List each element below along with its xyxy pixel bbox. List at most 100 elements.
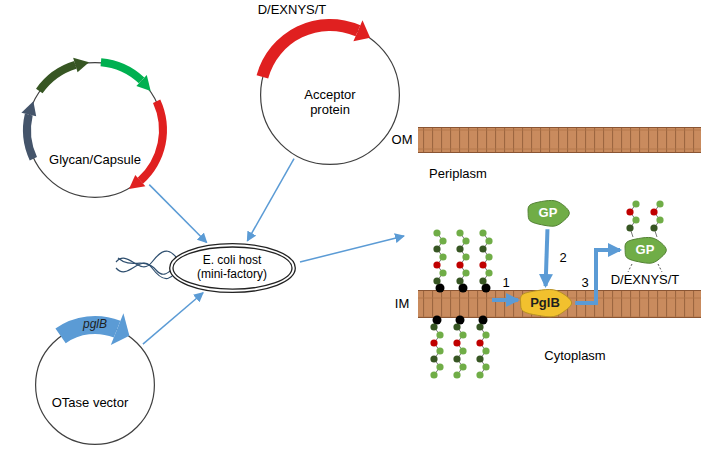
node-text-group: E. coli host (mini-factory) bbox=[187, 254, 277, 282]
flow-arrow bbox=[546, 229, 548, 286]
sugar-residue bbox=[453, 339, 460, 346]
sugar-residue bbox=[479, 277, 486, 284]
sugar-residue bbox=[479, 245, 486, 252]
plasmid-circle: Glycan/Capsule bbox=[27, 62, 163, 198]
plasmid-circle: OTase vector bbox=[35, 325, 155, 445]
glycan-chain bbox=[626, 200, 639, 237]
sugar-residue bbox=[485, 237, 492, 244]
membrane-band bbox=[418, 290, 701, 318]
gene-arrow bbox=[129, 100, 167, 189]
step-number: 2 bbox=[557, 251, 568, 265]
glycan-chains bbox=[430, 200, 663, 378]
gene-arrow-body bbox=[138, 100, 167, 184]
sugar-residue bbox=[462, 237, 469, 244]
sugar-residue bbox=[430, 323, 437, 330]
flow-arrow bbox=[143, 293, 203, 344]
glycan-chain bbox=[456, 229, 469, 292]
sugar-residue bbox=[459, 347, 466, 354]
glycan-chain bbox=[476, 316, 489, 379]
cell-membrane bbox=[173, 247, 292, 289]
node-text-group: Glycan/Capsule bbox=[40, 153, 150, 168]
sugar-residue bbox=[476, 371, 483, 378]
sugar-residue bbox=[433, 261, 440, 268]
site-leaders bbox=[628, 264, 662, 272]
sugar-residue bbox=[476, 355, 483, 362]
flow-arrow bbox=[300, 236, 404, 262]
node-text-group: Acceptor protein bbox=[285, 88, 375, 118]
lipid-carrier bbox=[482, 284, 491, 293]
sugar-residue bbox=[453, 371, 460, 378]
sugar-residue bbox=[436, 347, 443, 354]
sugar-residue bbox=[453, 323, 460, 330]
lipid-carrier bbox=[436, 284, 445, 293]
cell-wall bbox=[169, 244, 295, 293]
compartment-label: Cytoplasm bbox=[544, 349, 605, 363]
membrane-edge bbox=[418, 152, 701, 153]
sugar-residue bbox=[485, 253, 492, 260]
gene-arrow-head bbox=[353, 20, 370, 41]
node-label: PglB bbox=[530, 296, 560, 311]
sugar-residue bbox=[476, 323, 483, 330]
glycoprotein: GP bbox=[622, 236, 668, 264]
step-number: 3 bbox=[579, 276, 590, 290]
leader-line bbox=[628, 264, 632, 272]
glycan-chain bbox=[650, 200, 663, 237]
membrane-edge bbox=[418, 127, 701, 128]
gene-arrow bbox=[36, 58, 89, 94]
compartment-label: Periplasm bbox=[429, 167, 487, 181]
sugar-residue bbox=[656, 200, 663, 207]
sugar-residue bbox=[459, 363, 466, 370]
gene-arrow-body bbox=[23, 114, 37, 161]
sugar-residue bbox=[456, 261, 463, 268]
plasmid-circle-outline bbox=[35, 325, 155, 445]
protein-blob bbox=[528, 200, 569, 226]
lipid-carrier bbox=[456, 316, 465, 325]
oligosaccharyltransferase: PglB bbox=[517, 288, 573, 318]
gene-arrow-head bbox=[111, 313, 130, 345]
gene-arrow-head bbox=[129, 175, 145, 189]
sugar-residue bbox=[436, 363, 443, 370]
sugar-residue bbox=[650, 224, 657, 231]
node-text-group: GP bbox=[539, 206, 558, 221]
sugar-residue bbox=[626, 224, 633, 231]
sugar-residue bbox=[456, 229, 463, 236]
glycan-chain bbox=[453, 316, 466, 379]
gene-arrow-body bbox=[55, 316, 120, 343]
glycan-chain bbox=[479, 229, 492, 292]
sugar-residue bbox=[479, 261, 486, 268]
protein-blob bbox=[520, 289, 571, 316]
membrane-label: OM bbox=[392, 133, 413, 147]
gene-arrow bbox=[55, 313, 129, 345]
sugar-residue bbox=[626, 208, 633, 215]
sugar-residue bbox=[459, 331, 466, 338]
sugar-residue bbox=[430, 371, 437, 378]
gene-arrow-head bbox=[21, 101, 36, 116]
flow-arrow bbox=[149, 185, 206, 243]
lipid-carrier bbox=[433, 316, 442, 325]
protein-blob bbox=[625, 237, 666, 263]
gene-arrow-head bbox=[136, 75, 150, 91]
node-label: Glycan/Capsule bbox=[40, 153, 150, 168]
sugar-residue bbox=[482, 363, 489, 370]
sugar-residue bbox=[456, 277, 463, 284]
sugar-residue bbox=[485, 269, 492, 276]
sugar-residue bbox=[650, 208, 657, 215]
flow-arrow bbox=[247, 159, 294, 241]
sugar-residue bbox=[476, 339, 483, 346]
outer-membrane bbox=[418, 127, 701, 153]
sugar-residue bbox=[433, 229, 440, 236]
lipid-carrier bbox=[459, 284, 468, 293]
step-number: 1 bbox=[502, 276, 509, 290]
node-text-group: GP bbox=[636, 243, 655, 258]
sugar-residue bbox=[430, 339, 437, 346]
sugar-residue bbox=[482, 331, 489, 338]
node-label: GP bbox=[539, 206, 558, 221]
sugar-residue bbox=[632, 216, 639, 223]
node-label: E. coli host (mini-factory) bbox=[187, 254, 277, 282]
gene-arrow bbox=[101, 58, 151, 91]
plasmid-circle: Acceptor protein bbox=[260, 25, 400, 165]
node-label: GP bbox=[636, 243, 655, 258]
sequon-label: D/EXNYS/T bbox=[258, 3, 327, 17]
